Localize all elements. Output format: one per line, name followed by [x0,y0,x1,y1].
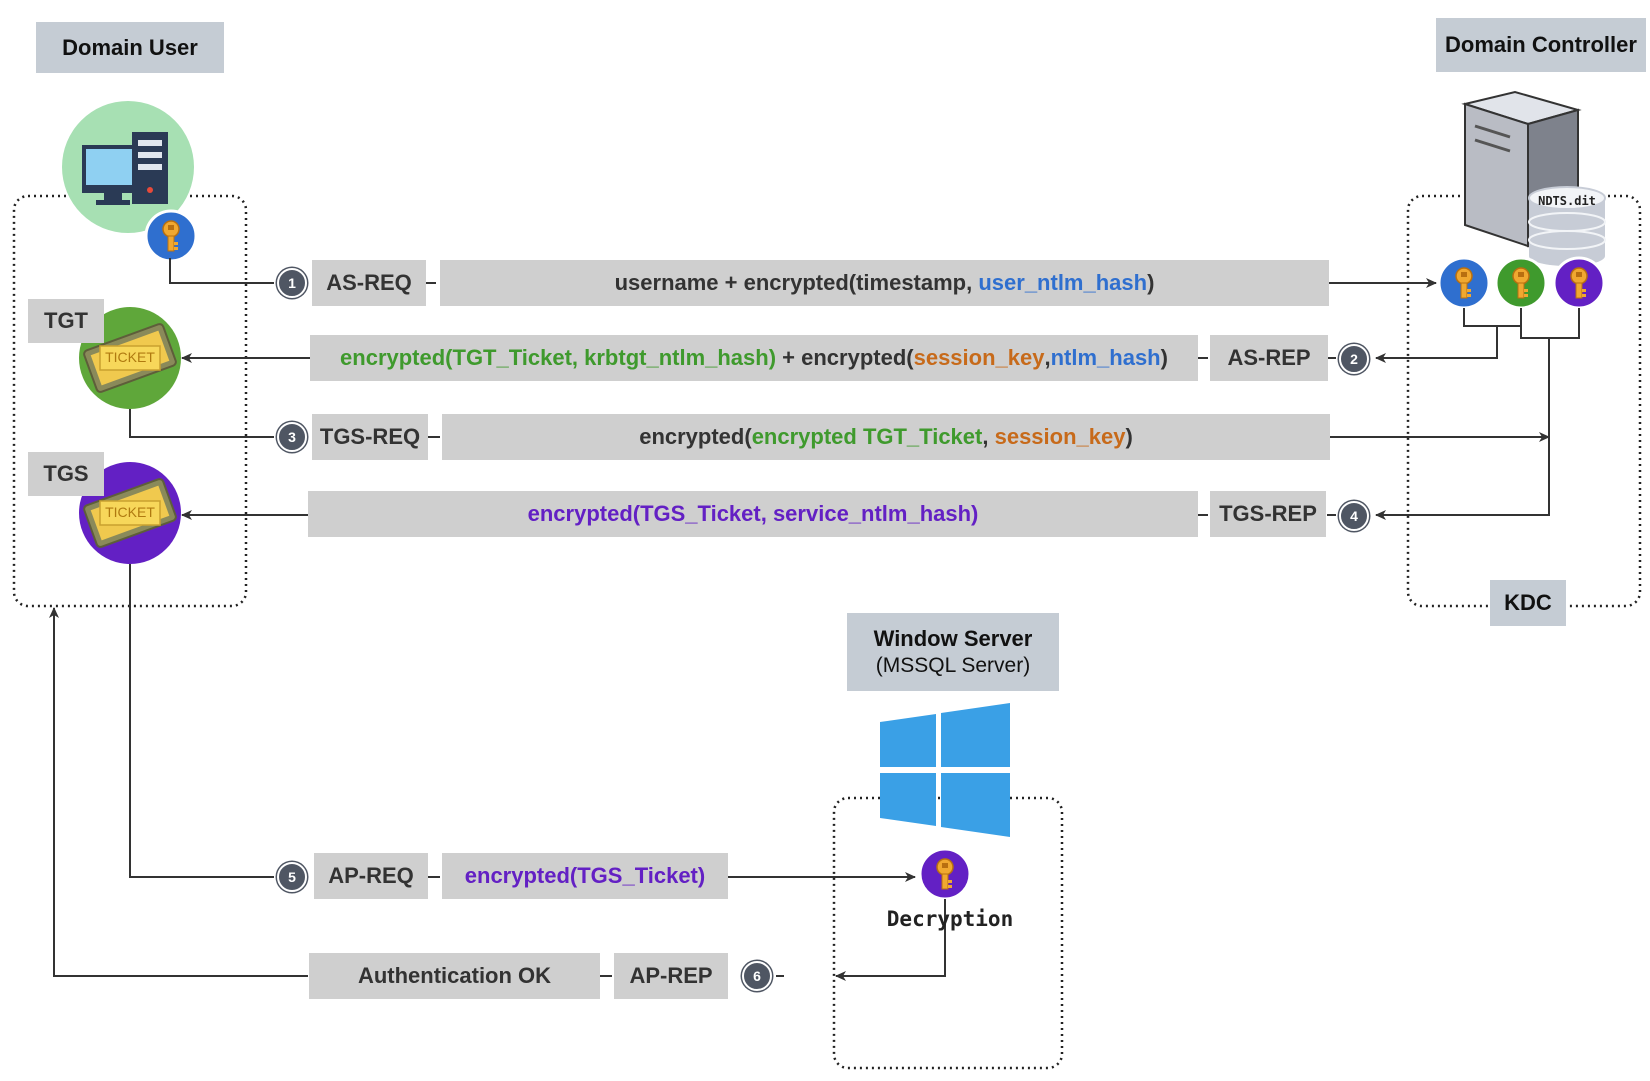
tgs-req-message: encrypted( encrypted TGT_Ticket , sessio… [442,414,1330,460]
as-rep-part-5: ntlm_hash [1050,345,1161,370]
tgs-req-part-4: session_key [994,424,1126,449]
step-4-badge: 4 [1339,501,1369,531]
ap-rep-label: AP-REP [614,953,728,999]
step-5-badge: 5 [277,862,307,892]
window-server-title: Window Server [873,626,1033,651]
server-service-key-icon [918,847,972,901]
kdc-user-key-icon [1437,256,1491,310]
as-req-part-1: username + encrypted(timestamp, [614,270,979,295]
domain-controller-header: Domain Controller [1436,18,1646,72]
tgs-req-label: TGS-REQ [312,414,428,460]
as-rep-part-2: + encrypted( [776,345,914,370]
as-rep-part-4: , [1044,345,1051,370]
decryption-label: Decryption [886,907,1014,931]
as-req-part-3: ) [1147,270,1155,295]
tgs-req-part-1: encrypted( [639,424,752,449]
window-server-subtitle: (MSSQL Server) [875,654,1031,677]
window-server-box [832,796,1064,1070]
tgs-req-part-5: ) [1125,424,1133,449]
windows-logo-icon [880,703,1010,837]
tgs-rep-message: encrypted(TGS_Ticket, service_ntlm_hash) [308,491,1198,537]
window-server-header: Window Server (MSSQL Server) [847,613,1059,691]
step-6-badge: 6 [742,961,772,991]
tgs-label: TGS [28,452,104,496]
ap-req-part-1: encrypted(TGS_Ticket) [464,863,706,888]
user-key-icon [144,209,198,263]
as-req-message: username + encrypted(timestamp, user_ntl… [440,260,1329,306]
as-rep-part-3: session_key [913,345,1045,370]
as-req-part-2: user_ntlm_hash [978,270,1148,295]
kdc-service-key-icon [1552,256,1606,310]
tgs-rep-part-1: encrypted(TGS_Ticket, service_ntlm_hash) [527,501,979,526]
as-rep-part-1: encrypted(TGT_Ticket, krbtgt_ntlm_hash) [340,345,777,370]
kdc-krbtgt-key-icon [1494,256,1548,310]
tgs-ticket-icon [79,462,181,564]
step-2-badge: 2 [1339,344,1369,374]
step-1-badge: 1 [277,268,307,298]
step-3-badge: 3 [277,422,307,452]
tgt-label: TGT [28,299,104,343]
ap-req-label: AP-REQ [314,853,428,899]
database-icon: NDTS.dit [1528,186,1606,266]
tgs-req-part-2: encrypted TGT_Ticket [751,424,983,449]
ap-rep-part-1: Authentication OK [357,963,552,988]
as-rep-message: encrypted(TGT_Ticket, krbtgt_ntlm_hash) … [310,335,1198,381]
kdc-label: KDC [1490,580,1566,626]
ap-rep-message: Authentication OK [309,953,600,999]
as-rep-part-6: ) [1160,345,1168,370]
tgs-ticket-text: TICKET [105,504,155,520]
computer-icon [62,101,194,233]
tgt-ticket-icon [79,307,181,409]
domain-user-header: Domain User [36,22,224,73]
tgs-rep-label: TGS-REP [1210,491,1326,537]
tgs-req-part-3: , [982,424,995,449]
database-label: NDTS.dit [1538,194,1596,208]
ap-req-message: encrypted(TGS_Ticket) [442,853,728,899]
as-req-label: AS-REQ [312,260,426,306]
as-rep-label: AS-REP [1210,335,1328,381]
tgt-ticket-text: TICKET [105,349,155,365]
